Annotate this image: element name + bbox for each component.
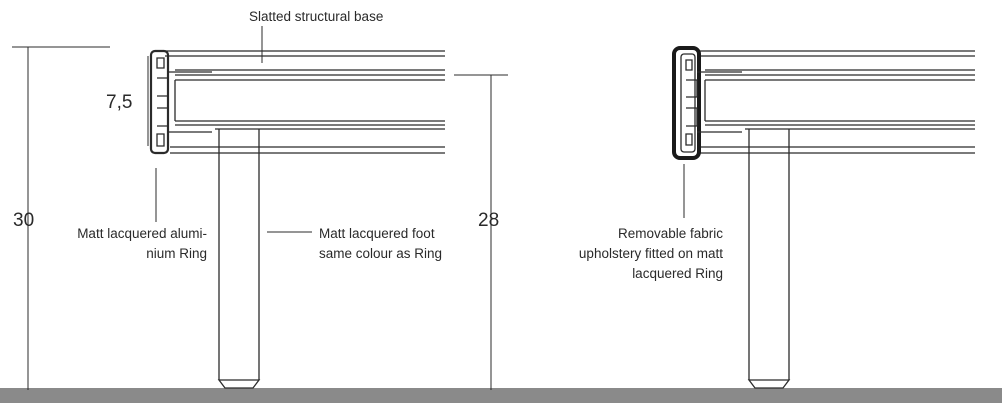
dimension-7-5-text: 7,5 <box>106 92 132 113</box>
dimension-30-text: 30 <box>13 210 34 231</box>
left-assembly <box>12 26 445 390</box>
right-assembly <box>454 46 975 390</box>
label-fabric-3: lacquered Ring <box>632 266 723 281</box>
slatted-base-left <box>165 50 445 154</box>
dimension-28 <box>454 74 508 390</box>
label-slatted-base: Slatted structural base <box>249 9 383 24</box>
floor <box>0 388 1002 403</box>
dimension-28-text: 28 <box>478 210 499 231</box>
label-ring-left-2: nium Ring <box>146 246 207 261</box>
label-fabric-1: Removable fabric <box>618 226 723 241</box>
slatted-base-right <box>697 50 975 154</box>
aluminium-ring-left <box>149 49 212 155</box>
label-fabric-2: upholstery fitted on matt <box>579 246 723 261</box>
label-ring-left-1: Matt lacquered alumi- <box>77 226 207 241</box>
label-foot-1: Matt lacquered foot <box>319 226 435 241</box>
foot-right <box>747 129 791 389</box>
label-foot-2: same colour as Ring <box>319 246 442 261</box>
upholstered-ring-right <box>672 46 742 160</box>
dimension-30 <box>12 46 110 390</box>
foot-left <box>217 129 261 389</box>
